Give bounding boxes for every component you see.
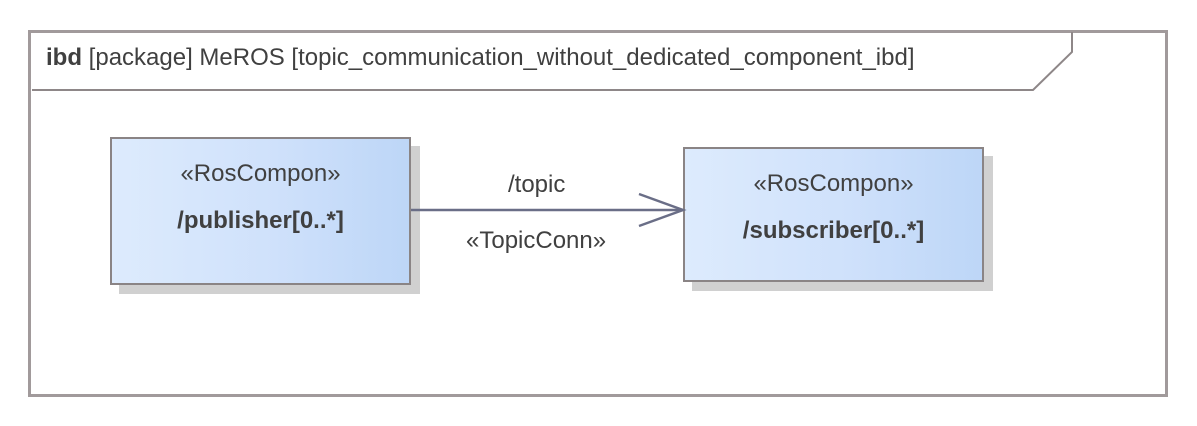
subscriber-part[interactable]: «RosCompon» /subscriber[0..*] — [683, 147, 984, 282]
connector-name: /topic — [508, 171, 566, 198]
frame-title: ibd [package] MeROS [topic_communication… — [46, 43, 915, 73]
diagram-frame — [28, 30, 1168, 397]
publisher-stereotype: «RosCompon» — [180, 160, 341, 187]
publisher-part[interactable]: «RosCompon» /publisher[0..*] — [110, 137, 411, 285]
frame-name: [package] MeROS [topic_communication_wit… — [88, 44, 915, 71]
connector-stereotype: «TopicConn» — [466, 227, 607, 254]
subscriber-name: /subscriber[0..*] — [742, 217, 925, 244]
publisher-name: /publisher[0..*] — [177, 207, 344, 234]
arrowhead-icon — [638, 192, 687, 228]
frame-label-border — [32, 32, 1073, 91]
frame-kind: ibd — [46, 44, 82, 71]
subscriber-stereotype: «RosCompon» — [753, 170, 914, 197]
